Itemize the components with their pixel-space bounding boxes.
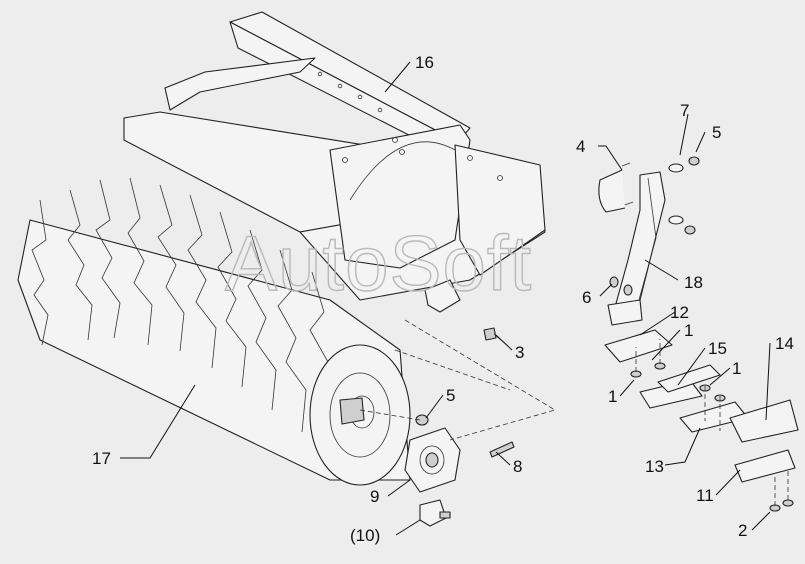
assembly-line xyxy=(359,319,556,441)
callout-17: 17 xyxy=(92,449,111,468)
callout-13: 13 xyxy=(645,457,664,476)
callout-7: 7 xyxy=(680,101,689,120)
callout-1-left: 1 xyxy=(608,387,617,406)
callout-1-right: 1 xyxy=(732,359,741,378)
watermark: AutoSoft xyxy=(225,219,532,307)
frame-part-16 xyxy=(123,11,546,313)
callout-1-upper: 1 xyxy=(684,321,693,340)
u-bolt-part-4 xyxy=(598,162,634,213)
callout-5-lower: 5 xyxy=(446,386,455,405)
callout-18: 18 xyxy=(684,273,703,292)
callout-5-upper: 5 xyxy=(712,123,721,142)
callout-11: 11 xyxy=(696,486,714,505)
scraper-plates xyxy=(604,329,799,512)
callout-14: 14 xyxy=(775,334,794,353)
callout-16: 16 xyxy=(415,53,434,72)
pin-part-8 xyxy=(489,441,515,458)
bearing-part-9 xyxy=(404,427,461,493)
callout-4: 4 xyxy=(576,137,585,156)
callout-3: 3 xyxy=(515,343,524,362)
callout-9: 9 xyxy=(370,487,379,506)
callouts: 16 7 5 4 18 6 12 1 1 15 1 14 3 5 17 8 9 … xyxy=(92,53,794,545)
callout-10: (10) xyxy=(350,526,380,545)
callout-8: 8 xyxy=(513,457,522,476)
callout-15: 15 xyxy=(708,339,727,358)
grease-nipple-part-10 xyxy=(419,499,451,527)
nut-part-5 xyxy=(415,414,429,426)
nuts-washers xyxy=(609,156,700,296)
callout-2: 2 xyxy=(738,521,747,540)
callout-6: 6 xyxy=(582,288,591,307)
callout-12: 12 xyxy=(670,303,689,322)
roller-part-17 xyxy=(17,177,411,486)
leader-lines xyxy=(120,61,771,536)
bracket-part-18 xyxy=(607,171,666,326)
